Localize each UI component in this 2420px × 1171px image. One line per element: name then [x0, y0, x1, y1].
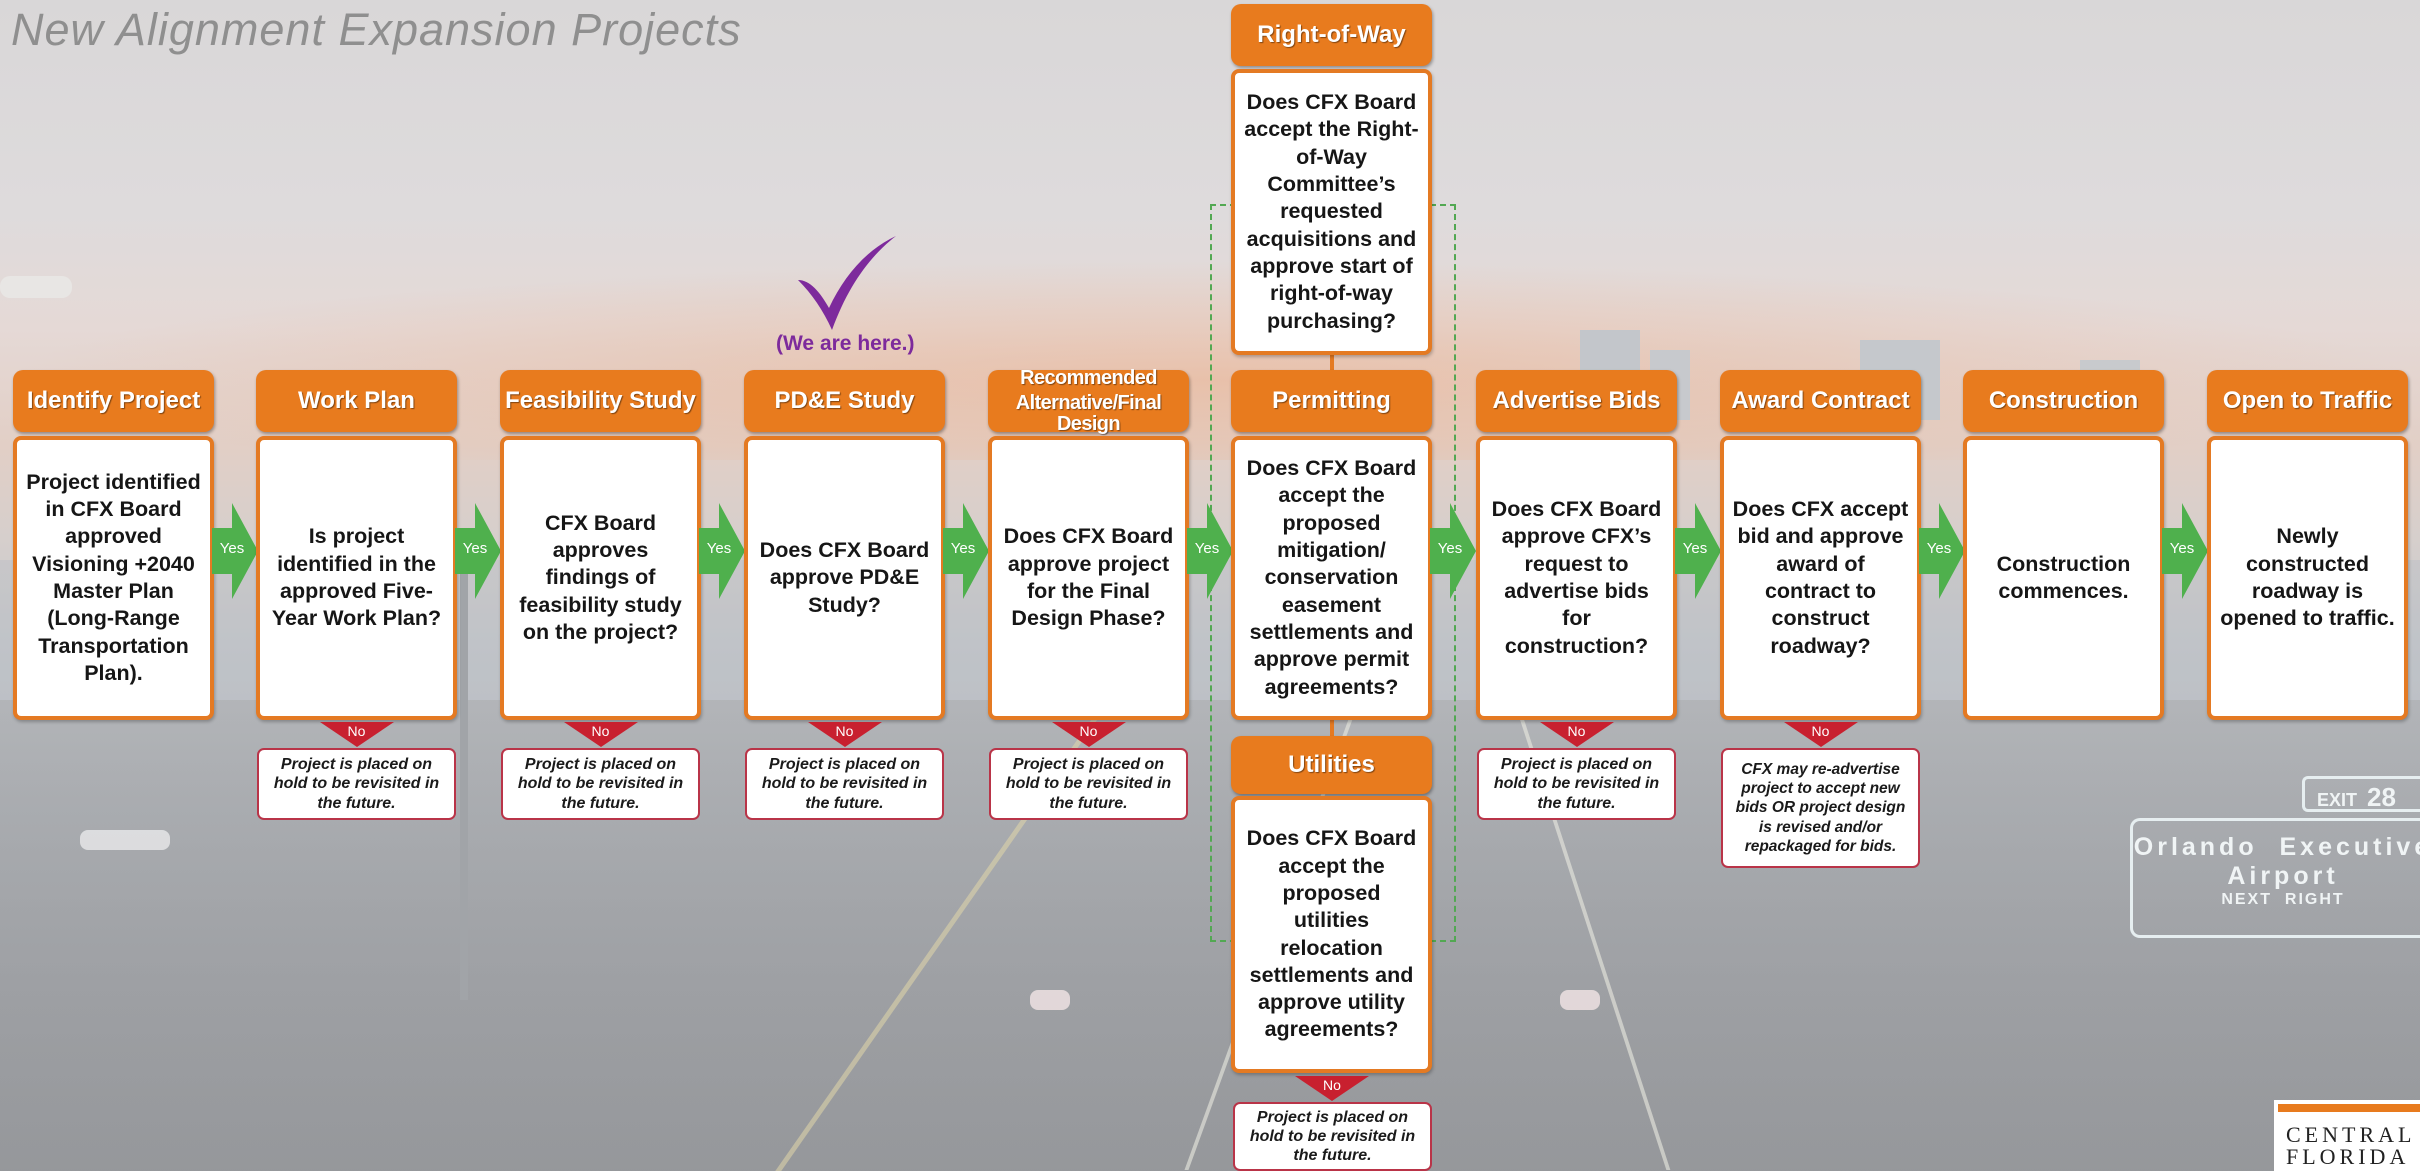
yes-arrow-icon	[699, 503, 745, 599]
no-arrow-icon	[563, 722, 638, 747]
hold-box: Project is placed on hold to be revisite…	[745, 748, 944, 820]
hold-box: Project is placed on hold to be revisite…	[1477, 748, 1676, 820]
stage-header-utilities: Utilities	[1231, 736, 1432, 794]
stage-box-construction: Construction commences.	[1963, 436, 2164, 720]
no-arrow-icon	[1539, 722, 1614, 747]
yes-arrow-icon	[212, 503, 258, 599]
yes-label: Yes	[1926, 540, 1952, 557]
yes-arrow-icon	[1675, 503, 1721, 599]
yes-arrow-icon	[455, 503, 501, 599]
we-are-here-label: (We are here.)	[776, 332, 915, 355]
stage-box-advertise-bids: Does CFX Board approve CFX’s request to …	[1476, 436, 1677, 720]
stage-header-pde-study: PD&E Study	[744, 370, 945, 432]
stage-header-work-plan: Work Plan	[256, 370, 457, 432]
no-label: No	[591, 723, 610, 739]
no-label: No	[1567, 723, 1586, 739]
stage-box-open-to-traffic: Newly constructed roadway is opened to t…	[2207, 436, 2408, 720]
yes-label: Yes	[1437, 540, 1463, 557]
yes-label: Yes	[1194, 540, 1220, 557]
stage-header-right-of-way: Right-of-Way	[1231, 4, 1432, 66]
stage-box-right-of-way: Does CFX Board accept the Right-of-Way C…	[1231, 69, 1432, 355]
hold-box: Project is placed on hold to be revisite…	[501, 748, 700, 820]
yes-label: Yes	[950, 540, 976, 557]
hold-box: Project is placed on hold to be revisite…	[989, 748, 1188, 820]
no-label: No	[835, 723, 854, 739]
highway-exit-tab: EXIT 28	[2302, 776, 2420, 812]
no-label: No	[1079, 723, 1098, 739]
yes-label: Yes	[706, 540, 732, 557]
stage-header-advertise-bids: Advertise Bids	[1476, 370, 1677, 432]
stage-box-utilities: Does CFX Board accept the proposed utili…	[1231, 796, 1432, 1073]
sign-line-2: Airport	[2227, 862, 2339, 890]
readvertise-box: CFX may re-advertise project to accept n…	[1721, 748, 1920, 868]
stage-box-work-plan: Is project identified in the approved Fi…	[256, 436, 457, 720]
stage-box-final-design: Does CFX Board approve project for the F…	[988, 436, 1189, 720]
check-mark-icon	[798, 236, 896, 330]
yes-arrow-icon	[943, 503, 989, 599]
no-arrow-icon	[1295, 1076, 1369, 1101]
exit-number: 28	[2367, 782, 2396, 812]
yes-label: Yes	[462, 540, 488, 557]
hold-box-utilities: Project is placed on hold to be revisite…	[1233, 1102, 1432, 1171]
no-label: No	[1811, 723, 1830, 739]
no-label: No	[1323, 1077, 1341, 1093]
no-arrow-icon	[1051, 722, 1126, 747]
stage-header-construction: Construction	[1963, 370, 2164, 432]
stage-header-open-to-traffic: Open to Traffic	[2207, 370, 2408, 432]
stage-header-identify-project: Identify Project	[13, 370, 214, 432]
no-arrow-icon	[1783, 722, 1858, 747]
hold-box: Project is placed on hold to be revisite…	[257, 748, 456, 820]
stage-box-feasibility-study: CFX Board approves findings of feasibili…	[500, 436, 701, 720]
yes-arrow-icon	[1919, 503, 1965, 599]
highway-sign: Orlando Executive Airport NEXT RIGHT	[2130, 818, 2420, 938]
no-arrow-icon	[319, 722, 394, 747]
yes-arrow-icon	[1187, 503, 1233, 599]
logo-line-2: FLORIDA	[2286, 1144, 2410, 1169]
stage-header-award-contract: Award Contract	[1720, 370, 1921, 432]
page-title: New Alignment Expansion Projects	[11, 4, 742, 55]
connector-row-permitting	[1330, 354, 1334, 374]
stage-header-permitting: Permitting	[1231, 370, 1432, 432]
logo-line-1: CENTRAL	[2286, 1122, 2416, 1147]
connector-permitting-utilities	[1330, 717, 1334, 739]
yes-label: Yes	[1682, 540, 1708, 557]
exit-label: EXIT	[2317, 790, 2358, 810]
yes-label: Yes	[219, 540, 245, 557]
stage-box-permitting: Does CFX Board accept the proposed mitig…	[1231, 436, 1432, 720]
stage-box-pde-study: Does CFX Board approve PD&E Study?	[744, 436, 945, 720]
yes-label: Yes	[2169, 540, 2195, 557]
yes-arrow-icon	[1430, 503, 1476, 599]
stage-title-line-2: Alternative/Final Design	[1015, 391, 1162, 435]
yes-arrow-icon	[2162, 503, 2208, 599]
no-label: No	[347, 723, 366, 739]
cfx-logo: CENTRAL FLORIDA	[2274, 1100, 2420, 1171]
stage-box-award-contract: Does CFX accept bid and approve award of…	[1720, 436, 1921, 720]
stage-title-line-1: Recommended	[1020, 366, 1157, 389]
sign-line-3: NEXT RIGHT	[2221, 891, 2345, 908]
stage-header-feasibility-study: Feasibility Study	[500, 370, 701, 432]
no-arrow-icon	[807, 722, 882, 747]
stage-box-identify-project: Project identified in CFX Board approved…	[13, 436, 214, 720]
sign-line-1: Orlando Executive	[2133, 833, 2420, 861]
